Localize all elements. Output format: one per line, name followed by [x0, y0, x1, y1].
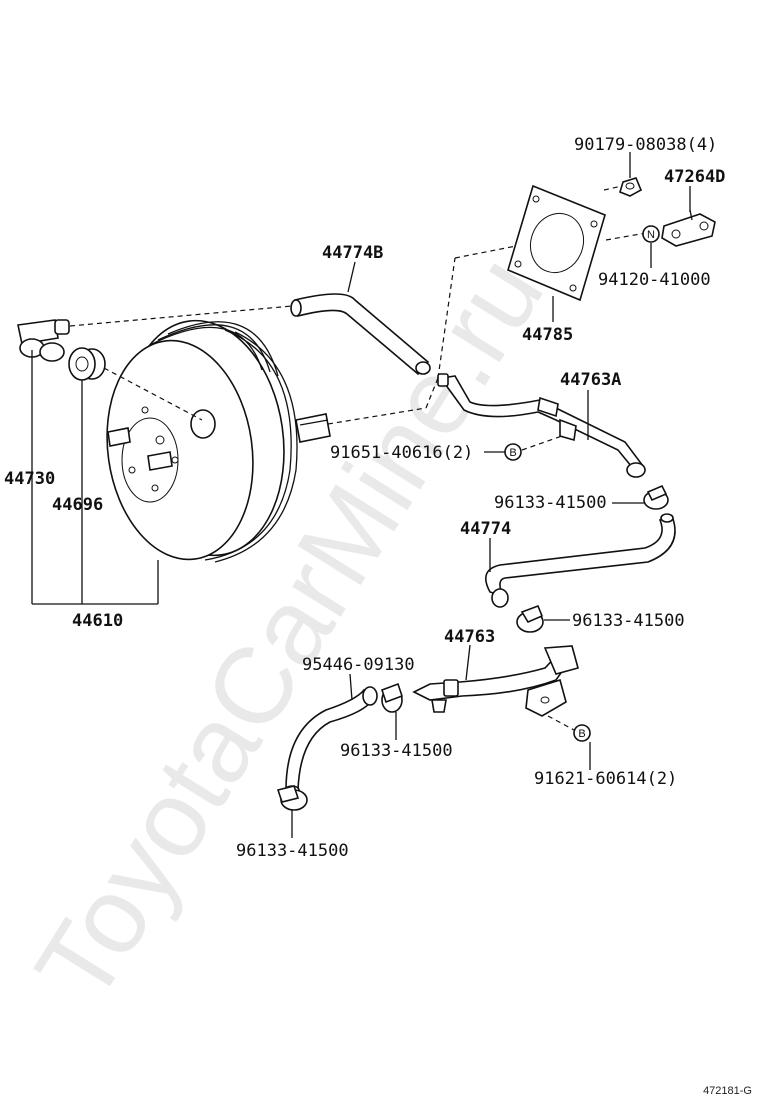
label-44696: 44696: [52, 495, 103, 515]
hose-clamp-1: [643, 484, 669, 510]
label-44774b: 44774B: [322, 243, 383, 263]
vacuum-pipe-44763a: [437, 373, 646, 478]
label-44774: 44774: [460, 519, 511, 539]
label-44610: 44610: [72, 611, 123, 631]
label-95446-09130: 95446-09130: [302, 655, 415, 675]
nut: [619, 177, 643, 197]
label-44763: 44763: [444, 627, 495, 647]
marker-b-1: B: [504, 443, 522, 461]
gasket: [507, 184, 606, 302]
brake-booster: [106, 319, 331, 563]
label-47264d: 47264D: [664, 167, 725, 187]
label-96133-41500-a: 96133-41500: [494, 493, 607, 513]
label-96133-41500-c: 96133-41500: [340, 741, 453, 761]
label-91621-60614: 91621-60614(2): [534, 769, 677, 789]
part-labels: 90179-08038(4) 47264D 94120-41000 44785 …: [4, 135, 725, 861]
reference-code: 472181-G: [703, 1085, 752, 1097]
marker-b-2: B: [573, 724, 591, 742]
svg-text:N: N: [647, 229, 655, 241]
grommet: [68, 347, 106, 381]
vacuum-hose-44774: [484, 513, 676, 608]
vacuum-hose-44774b: [290, 293, 431, 376]
label-96133-41500-b: 96133-41500: [572, 611, 685, 631]
svg-text:B: B: [509, 447, 516, 459]
check-valve: [17, 319, 70, 362]
label-90179-08038: 90179-08038(4): [574, 135, 717, 155]
label-44785: 44785: [522, 325, 573, 345]
hose-clamp-2: [516, 604, 544, 633]
label-44763a: 44763A: [560, 370, 621, 390]
svg-text:B: B: [578, 728, 585, 740]
label-96133-41500-d: 96133-41500: [236, 841, 349, 861]
leader-lines: [31, 152, 691, 838]
label-91651-40616: 91651-40616(2): [330, 443, 473, 463]
marker-n: N: [642, 225, 660, 243]
hose-clamp-4: [276, 785, 308, 811]
hose-clamp-3: [380, 682, 404, 713]
label-44730: 44730: [4, 469, 55, 489]
bracket: [661, 209, 716, 247]
vacuum-pipe-44763: [412, 645, 579, 717]
label-94120-41000: 94120-41000: [598, 270, 711, 290]
